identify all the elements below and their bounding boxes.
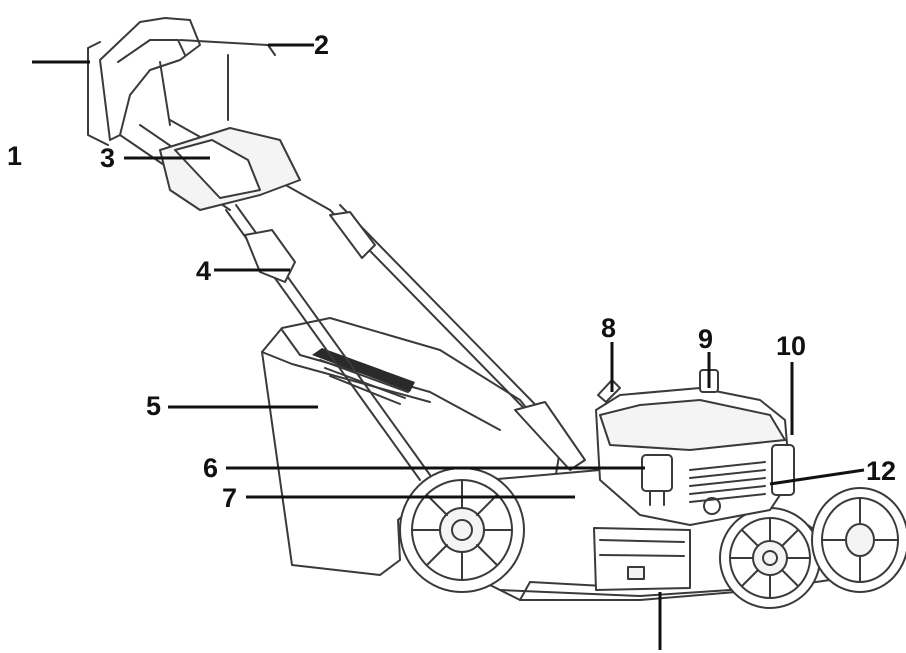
callout-9: 9 bbox=[698, 324, 713, 354]
callout-6: 6 bbox=[203, 453, 218, 483]
callout-labels: 1 2 3 4 5 6 7 8 9 10 12 bbox=[7, 30, 896, 513]
callout-12: 12 bbox=[866, 456, 896, 486]
grass-catcher bbox=[261, 317, 561, 576]
callout-7: 7 bbox=[222, 483, 237, 513]
leader-line-12 bbox=[769, 468, 865, 486]
spark-plug-guard bbox=[771, 444, 795, 496]
callout-10: 10 bbox=[776, 331, 806, 361]
callout-3: 3 bbox=[100, 143, 115, 173]
rear-wheel bbox=[399, 467, 525, 593]
engine bbox=[595, 369, 795, 526]
callout-4: 4 bbox=[196, 256, 211, 286]
fuel-tank-cap bbox=[597, 379, 621, 403]
engine-cooling-fins bbox=[689, 461, 766, 515]
callout-8: 8 bbox=[601, 313, 616, 343]
callout-5: 5 bbox=[146, 391, 161, 421]
far-front-wheel bbox=[811, 487, 906, 593]
callout-2: 2 bbox=[314, 30, 329, 60]
handle-assembly bbox=[87, 17, 586, 481]
leader-lines bbox=[32, 43, 865, 650]
mulch-cover bbox=[593, 527, 691, 591]
front-wheel bbox=[719, 507, 821, 609]
air-filter bbox=[641, 454, 673, 506]
callout-1: 1 bbox=[7, 141, 22, 171]
